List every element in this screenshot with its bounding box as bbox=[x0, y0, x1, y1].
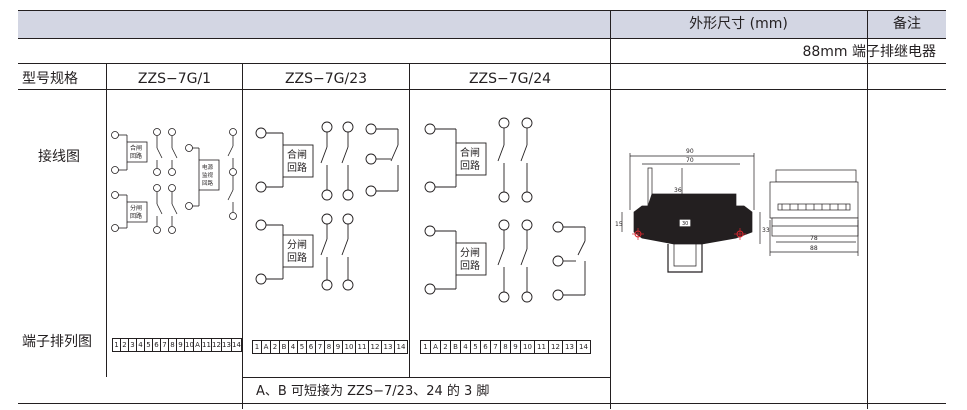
dim-78: 78 bbox=[810, 235, 818, 242]
model-zzs-7g-24: ZZS−7G/24 bbox=[468, 71, 552, 87]
model-zzs-7g-1: ZZS−7G/1 bbox=[137, 71, 212, 87]
terminal-cell: 8 bbox=[169, 339, 177, 351]
terminal-cell: 12 bbox=[212, 339, 222, 351]
model-row-rule bbox=[18, 89, 946, 90]
power-monitor-label-2: 监视 bbox=[202, 171, 214, 179]
model-zzs-7g-23: ZZS−7G/23 bbox=[284, 71, 368, 87]
dim-88: 88 bbox=[810, 245, 818, 252]
terminal-cell: 2 bbox=[441, 341, 451, 353]
terminal-cell: 3 bbox=[129, 339, 137, 351]
wiring-diagram-m23: 合闸 回路 分闸 回路 bbox=[255, 121, 399, 291]
terminal-strip-m1: 1 2 3 4 5 6 7 8 9 10 A 11 12 13 14 bbox=[112, 338, 242, 352]
model-row-label: 型号规格 bbox=[22, 71, 78, 87]
terminal-cell: 5 bbox=[471, 341, 481, 353]
col-rule-4 bbox=[610, 10, 611, 409]
close-circuit-label-2: 回路 bbox=[460, 159, 480, 172]
terminal-cell: 13 bbox=[222, 339, 232, 351]
terminal-cell: 14 bbox=[396, 343, 406, 351]
terminal-cell: 7 bbox=[491, 341, 501, 353]
open-circuit-label-1: 分闸 bbox=[287, 238, 307, 251]
table-bottom-rule bbox=[18, 403, 946, 404]
terminal-cell: 7 bbox=[316, 341, 325, 353]
open-circuit-label-2: 回路 bbox=[460, 259, 480, 272]
close-circuit-label-2: 回路 bbox=[287, 161, 307, 174]
terminal-cell: 12 bbox=[549, 341, 563, 353]
terminal-cell: 2 bbox=[121, 339, 129, 351]
terminal-cell: 13 bbox=[563, 341, 577, 353]
product-note-rule bbox=[18, 63, 946, 64]
terminal-cell: 12 bbox=[369, 341, 382, 353]
terminal-strip-m24: 1 A 2 B 4 5 6 7 8 9 10 11 12 13 14 bbox=[420, 340, 591, 354]
dim-15: 15 bbox=[615, 221, 623, 228]
close-circuit-label-2: 回路 bbox=[130, 152, 142, 160]
terminal-cell: A bbox=[431, 341, 441, 353]
close-circuit-label-1: 合闸 bbox=[287, 148, 307, 161]
terminal-cell: 5 bbox=[145, 339, 153, 351]
terminal-cell: 1 bbox=[253, 341, 262, 353]
terminal-cell: 13 bbox=[382, 341, 395, 353]
col-rule-1 bbox=[106, 64, 107, 377]
terminal-cell: 5 bbox=[298, 341, 307, 353]
terminal-cell: 11 bbox=[356, 341, 369, 353]
terminal-cell: 10 bbox=[343, 341, 356, 353]
terminal-strip-m23: 1 A 2 B 4 5 6 7 8 9 10 11 12 13 14 bbox=[252, 340, 408, 354]
terminal-cell: 11 bbox=[535, 341, 549, 353]
open-circuit-label-1: 分闸 bbox=[130, 204, 142, 212]
terminal-cell: 10 bbox=[185, 339, 194, 351]
open-circuit-label-1: 分闸 bbox=[460, 246, 480, 259]
footnote-top-rule bbox=[242, 377, 610, 378]
close-circuit-label-1: 合闸 bbox=[130, 144, 142, 152]
dim-30: 30 bbox=[682, 221, 688, 227]
terminal-cell: 14 bbox=[232, 341, 241, 349]
col-rule-3 bbox=[409, 64, 410, 377]
terminal-cell: 1 bbox=[421, 341, 431, 353]
remarks-column-title: 备注 bbox=[893, 16, 921, 32]
terminal-cell: 4 bbox=[137, 339, 145, 351]
terminal-cell: 4 bbox=[289, 341, 298, 353]
dim-33: 33 bbox=[762, 227, 770, 234]
wiring-diagram-m24: 合闸 回路 分闸 回路 bbox=[424, 117, 586, 303]
terminal-cell: B bbox=[451, 341, 461, 353]
terminal-cell: 6 bbox=[481, 341, 491, 353]
terminal-cell: 9 bbox=[177, 339, 185, 351]
product-note: 88mm 端子排继电器 bbox=[802, 44, 936, 60]
open-circuit-label-2: 回路 bbox=[130, 212, 142, 220]
terminal-cell: A bbox=[262, 341, 271, 353]
terminal-cell: 4 bbox=[461, 341, 471, 353]
close-circuit-label-1: 合闸 bbox=[460, 146, 480, 159]
dim-36: 36 bbox=[674, 187, 682, 194]
table-header-band bbox=[18, 10, 946, 39]
table-top-rule bbox=[18, 10, 946, 11]
dim-70: 70 bbox=[686, 157, 694, 164]
dim-90: 90 bbox=[686, 148, 694, 155]
dimension-column-title: 外形尺寸 (mm) bbox=[689, 16, 788, 32]
terminal-cell: 8 bbox=[325, 341, 334, 353]
terminal-cell: 10 bbox=[521, 341, 535, 353]
terminal-cell: 11 bbox=[202, 339, 212, 351]
terminal-cell: 14 bbox=[579, 343, 588, 351]
col-rule-2 bbox=[242, 64, 243, 409]
wiring-diagram-m1: 合闸 回路 分闸 回路 电源 监视 回路 bbox=[111, 128, 237, 234]
terminal-cell: 2 bbox=[271, 341, 280, 353]
terminal-cell: 9 bbox=[511, 341, 521, 353]
terminal-cell: 9 bbox=[334, 341, 343, 353]
col-rule-5 bbox=[867, 10, 868, 409]
terminal-cell: B bbox=[280, 341, 289, 353]
wiring-row-label: 接线图 bbox=[38, 149, 80, 165]
terminal-cell: 1 bbox=[113, 339, 121, 351]
terminal-cell: 7 bbox=[161, 339, 169, 351]
terminal-row-label: 端子排列图 bbox=[22, 334, 92, 350]
terminal-cell: A bbox=[194, 339, 202, 351]
terminal-cell: 6 bbox=[153, 339, 161, 351]
dimension-drawing: 90 70 36 30 15 33 78 88 bbox=[615, 148, 859, 273]
terminal-cell: 8 bbox=[501, 341, 511, 353]
footnote: A、B 可短接为 ZZS−7/23、24 的 3 脚 bbox=[256, 384, 490, 399]
terminal-cell: 6 bbox=[307, 341, 316, 353]
open-circuit-label-2: 回路 bbox=[287, 251, 307, 264]
power-monitor-label-1: 电源 bbox=[202, 163, 214, 171]
power-monitor-label-3: 回路 bbox=[202, 179, 214, 187]
